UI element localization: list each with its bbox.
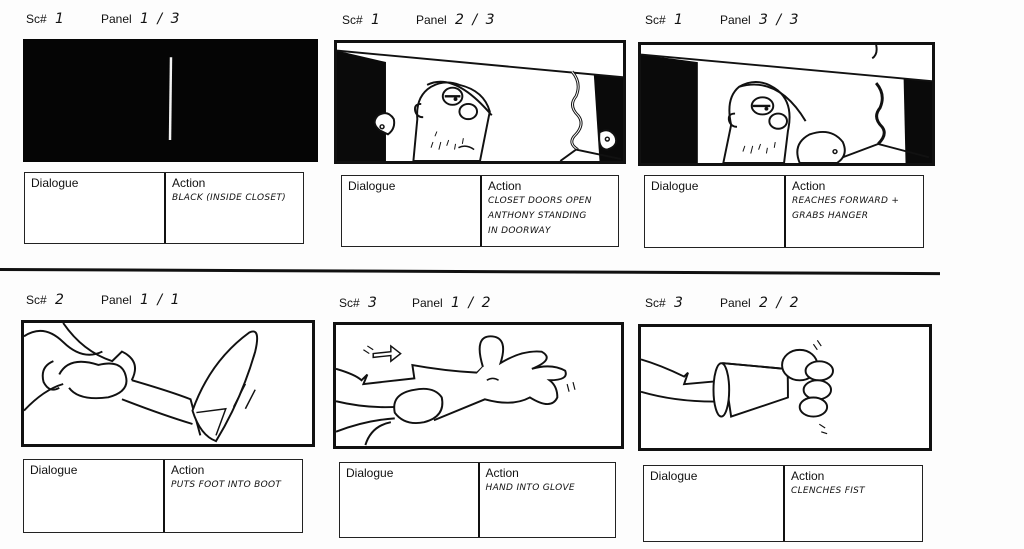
dialogue-label: Dialogue <box>30 463 78 477</box>
action-box: Action Hand into glove <box>477 463 616 537</box>
panel-label: Panel <box>101 12 132 26</box>
action-box: Action Clenches fist <box>783 466 922 541</box>
panel-4-number: Panel 1 / 1 <box>101 293 181 307</box>
panel-label: Panel <box>416 13 447 27</box>
panel-3-notes: Dialogue Action Reaches forward + grabs … <box>644 175 924 248</box>
dialogue-box: Dialogue <box>25 173 164 243</box>
panel-5-notes: Dialogue Action Hand into glove <box>339 462 616 538</box>
action-label: Action <box>791 469 825 483</box>
panel-1-frame <box>23 39 318 162</box>
dialogue-box: Dialogue <box>644 466 783 541</box>
action-text: Puts foot into boot <box>171 480 282 490</box>
panel-2-frame <box>334 40 626 164</box>
action-box: Action Black (inside closet) <box>164 173 303 243</box>
panel-count: 1 / 2 <box>451 295 493 311</box>
scene-label: Sc# <box>26 12 47 26</box>
scene-number: 3 <box>368 295 379 311</box>
panel-1-art <box>168 57 173 140</box>
dialogue-label: Dialogue <box>650 469 698 483</box>
scene-label: Sc# <box>645 296 666 310</box>
panel-4-frame <box>21 320 315 447</box>
panel-5-number: Panel 1 / 2 <box>412 296 492 310</box>
panel-3-art <box>641 45 932 163</box>
scene-label: Sc# <box>342 13 363 27</box>
action-text: Closet doors open Anthony standing in do… <box>488 196 592 236</box>
panel-3-frame <box>638 42 935 166</box>
panel-5-art <box>336 335 576 446</box>
panel-2-number: Panel 2 / 3 <box>416 13 496 27</box>
panel-4-header: Sc# 2 <box>26 293 66 307</box>
panel-count: 2 / 2 <box>759 295 801 311</box>
row-divider <box>0 268 940 276</box>
dialogue-box: Dialogue <box>340 463 478 537</box>
panel-6-frame <box>638 324 932 451</box>
action-text: Clenches fist <box>791 486 865 496</box>
action-label: Action <box>792 179 826 193</box>
panel-6-header: Sc# 3 <box>645 296 685 310</box>
panel-label: Panel <box>720 13 751 27</box>
panel-5-header: Sc# 3 <box>339 296 379 310</box>
panel-label: Panel <box>412 296 443 310</box>
panel-5-frame <box>333 322 624 449</box>
panel-label: Panel <box>101 293 132 307</box>
dialogue-label: Dialogue <box>346 466 394 480</box>
panel-4-notes: Dialogue Action Puts foot into boot <box>23 459 303 533</box>
dialogue-box: Dialogue <box>645 176 784 247</box>
panel-6-notes: Dialogue Action Clenches fist <box>643 465 923 542</box>
dialogue-label: Dialogue <box>651 179 699 193</box>
panel-count: 1 / 3 <box>140 11 182 27</box>
scene-number: 1 <box>674 12 685 28</box>
scene-label: Sc# <box>645 13 666 27</box>
panel-label: Panel <box>720 296 751 310</box>
panel-1-notes: Dialogue Action Black (inside closet) <box>24 172 304 244</box>
action-box: Action Reaches forward + grabs hanger <box>784 176 923 247</box>
action-text: Hand into glove <box>485 483 575 493</box>
action-text: Reaches forward + grabs hanger <box>792 196 900 221</box>
action-label: Action <box>171 463 205 477</box>
panel-count: 3 / 3 <box>759 12 801 28</box>
panel-3-header: Sc# 1 <box>645 13 685 27</box>
panel-count: 1 / 1 <box>140 292 182 308</box>
action-box: Action Puts foot into boot <box>163 460 302 532</box>
scene-label: Sc# <box>26 293 47 307</box>
scene-number: 2 <box>55 292 66 308</box>
dialogue-box: Dialogue <box>342 176 480 246</box>
scene-number: 1 <box>55 11 66 27</box>
panel-6-number: Panel 2 / 2 <box>720 296 800 310</box>
panel-2-header: Sc# 1 <box>342 13 382 27</box>
dialogue-label: Dialogue <box>348 179 396 193</box>
panel-1-number: Panel 1 / 3 <box>101 12 181 26</box>
panel-count: 2 / 3 <box>455 12 497 28</box>
action-text: Black (inside closet) <box>172 193 286 203</box>
panel-2-art <box>337 43 623 161</box>
scene-label: Sc# <box>339 296 360 310</box>
dialogue-label: Dialogue <box>31 176 79 190</box>
action-label: Action <box>485 466 519 480</box>
panel-2-notes: Dialogue Action Closet doors open Anthon… <box>341 175 619 247</box>
panel-1-header: Sc# 1 <box>26 12 66 26</box>
dialogue-box: Dialogue <box>24 460 163 532</box>
action-label: Action <box>172 176 206 190</box>
panel-4-art <box>24 323 259 443</box>
panel-3-number: Panel 3 / 3 <box>720 13 800 27</box>
scene-number: 3 <box>674 295 685 311</box>
action-box: Action Closet doors open Anthony standin… <box>480 176 618 246</box>
panel-6-art <box>641 340 834 435</box>
scene-number: 1 <box>371 12 382 28</box>
action-label: Action <box>488 179 522 193</box>
